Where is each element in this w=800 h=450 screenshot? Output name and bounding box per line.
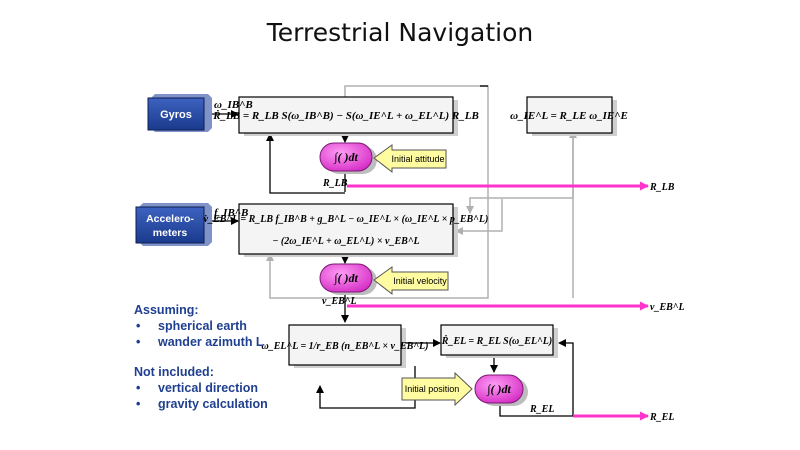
accelerometers-label-line1: Accelero-: [146, 213, 194, 225]
attitude-integrator: ∫( )dt: [319, 142, 377, 174]
accelerometers-label-line2: meters: [153, 227, 188, 239]
accelerometers-box: Accelero- meters: [135, 203, 212, 246]
position-integrator: ∫( )dt: [474, 374, 528, 406]
assumption-item: spherical earth: [134, 318, 264, 334]
slide-title: Terrestrial Navigation: [266, 18, 534, 47]
attitude-output-label: R_LB: [322, 178, 348, 189]
initial-velocity-label: Initial velocity: [393, 276, 447, 286]
velocity-integral-symbol: ∫( )dt: [333, 271, 358, 285]
initial-velocity-arrow: Initial velocity: [373, 266, 449, 296]
velocity-output-label: v_EB^L: [322, 296, 357, 307]
gyros-label: Gyros: [160, 109, 192, 121]
exclusions-heading: Not included:: [134, 365, 214, 379]
attitude-integral-symbol: ∫( )dt: [333, 150, 358, 164]
initial-position-label: Initial position: [405, 384, 460, 394]
transport-rate-equation: ω_EL^L = 1/r_EB (n_EB^L × v_EB^L): [262, 341, 429, 352]
assumptions-block: Assuming: spherical earth wander azimuth…: [134, 302, 264, 350]
position-equation-box: Ṙ_EL = R_EL S(ω_EL^L): [440, 324, 558, 358]
accel-output-label: f_IB^B: [214, 207, 248, 219]
output-lines: [347, 181, 649, 421]
transport-rate-box: ω_EL^L = 1/r_EB (n_EB^L × v_EB^L): [262, 324, 429, 368]
velocity-output-right-label: v_EB^L: [650, 302, 685, 313]
exclusions-block: Not included: vertical direction gravity…: [134, 364, 268, 412]
exclusion-item: vertical direction: [134, 380, 268, 396]
position-output-right-label: R_EL: [649, 412, 674, 423]
position-output-label: R_EL: [529, 404, 554, 415]
earth-rate-box: ω_IE^L = R_LE ω_IE^E: [510, 96, 628, 136]
attitude-output-right-label: R_LB: [649, 182, 675, 193]
gyro-output-label: ω_IB^B: [214, 99, 253, 111]
velocity-equation-box: v̇_EB^L = R_LB f_IB^B + g_B^L − ω_IE^L ×…: [204, 203, 489, 257]
initial-attitude-label: Initial attitude: [391, 154, 444, 164]
attitude-equation-box: Ṙ_LB = R_LB S(ω_IB^B) − S(ω_IE^L + ω_EL^…: [212, 96, 479, 136]
earth-rate-equation: ω_IE^L = R_LE ω_IE^E: [510, 110, 628, 122]
assumption-item: wander azimuth L: [134, 334, 264, 350]
position-equation: Ṙ_EL = R_EL S(ω_EL^L): [441, 335, 552, 347]
velocity-equation-line1: v̇_EB^L = R_LB f_IB^B + g_B^L − ω_IE^L ×…: [204, 214, 489, 225]
attitude-equation: Ṙ_LB = R_LB S(ω_IB^B) − S(ω_IE^L + ω_EL^…: [212, 110, 479, 122]
velocity-integrator: ∫( )dt: [319, 263, 377, 295]
initial-position-arrow: Initial position: [401, 371, 473, 407]
gyros-box: Gyros: [147, 94, 212, 132]
velocity-equation-line2: − (2ω_IE^L + ω_EL^L) × v_EB^L: [272, 236, 419, 247]
position-integral-symbol: ∫( )dt: [486, 382, 511, 396]
initial-attitude-arrow: Initial attitude: [373, 144, 447, 174]
assumptions-heading: Assuming:: [134, 303, 199, 317]
exclusion-item: gravity calculation: [134, 396, 268, 412]
